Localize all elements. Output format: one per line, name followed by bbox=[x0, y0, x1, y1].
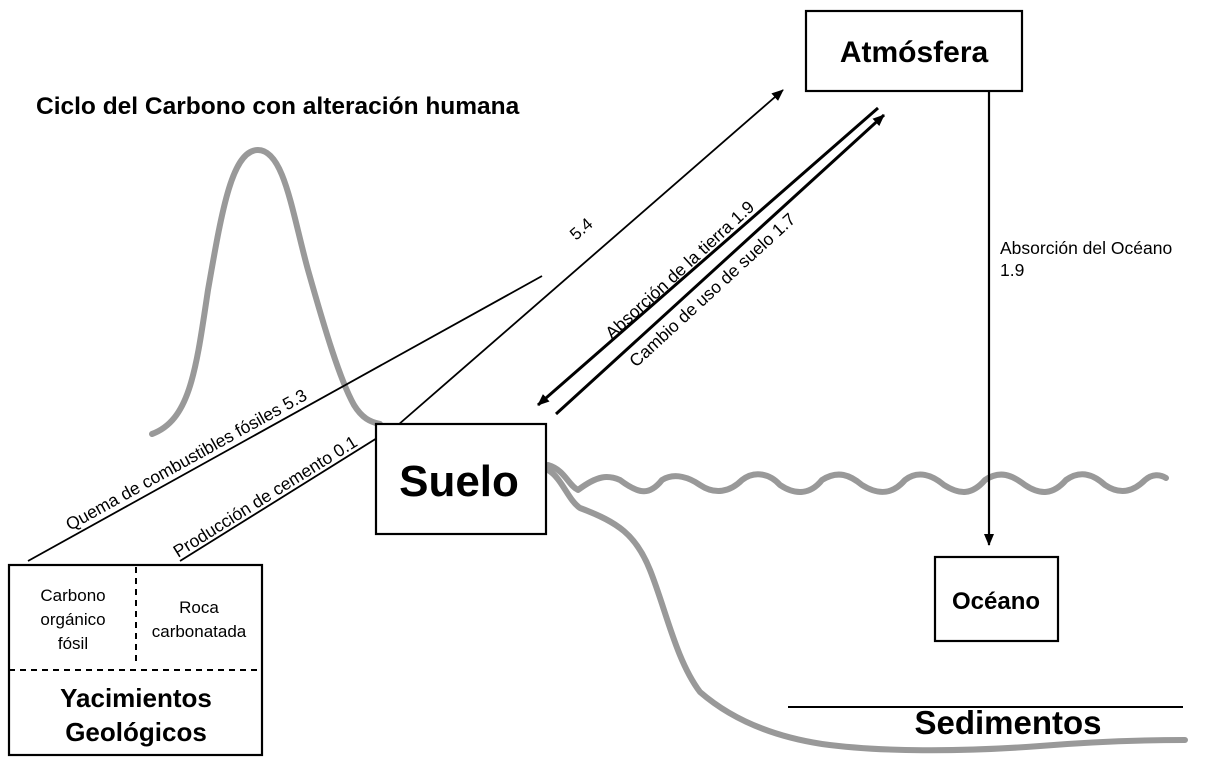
total-emission-arrow bbox=[397, 89, 784, 426]
geological-label-line1: Yacimientos bbox=[60, 683, 212, 713]
ocean-absorption-label: Absorción del Océano bbox=[1000, 238, 1172, 258]
geological-label-line2: Geológicos bbox=[65, 717, 207, 747]
mountain-outline bbox=[149, 147, 383, 437]
ocean-label: Océano bbox=[952, 588, 1040, 615]
ocean-absorption-value: 1.9 bbox=[1000, 260, 1024, 280]
fossil-carbon-line2: orgánico bbox=[40, 610, 105, 629]
total-emission-label: 5.4 bbox=[566, 214, 596, 244]
diagram-title: Ciclo del Carbono con alteración humana bbox=[36, 93, 520, 120]
soil-label: Suelo bbox=[399, 457, 519, 506]
carbonate-rock-line1: Roca bbox=[179, 598, 219, 617]
atmosphere-box bbox=[804, 9, 1024, 93]
sediments-label: Sedimentos bbox=[914, 704, 1101, 741]
continental-slope bbox=[545, 467, 1188, 754]
land-use-change-arrow bbox=[554, 113, 886, 416]
fossil-fuel-emission-line bbox=[27, 275, 543, 562]
fossil-carbon-line3: fósil bbox=[58, 634, 88, 653]
atmosphere-label: Atmósfera bbox=[840, 36, 989, 69]
carbonate-rock-line2: carbonatada bbox=[152, 622, 247, 641]
ocean-surface-waves bbox=[545, 462, 1169, 495]
land-absorption-arrow bbox=[537, 106, 879, 407]
cement-emission-line bbox=[179, 424, 399, 562]
fossil-carbon-line1: Carbono bbox=[40, 586, 105, 605]
fossil-fuel-flow-label: Quema de combustibles fósiles 5.3 bbox=[62, 385, 310, 535]
ocean-box bbox=[933, 555, 1060, 643]
soil-box bbox=[374, 422, 548, 536]
